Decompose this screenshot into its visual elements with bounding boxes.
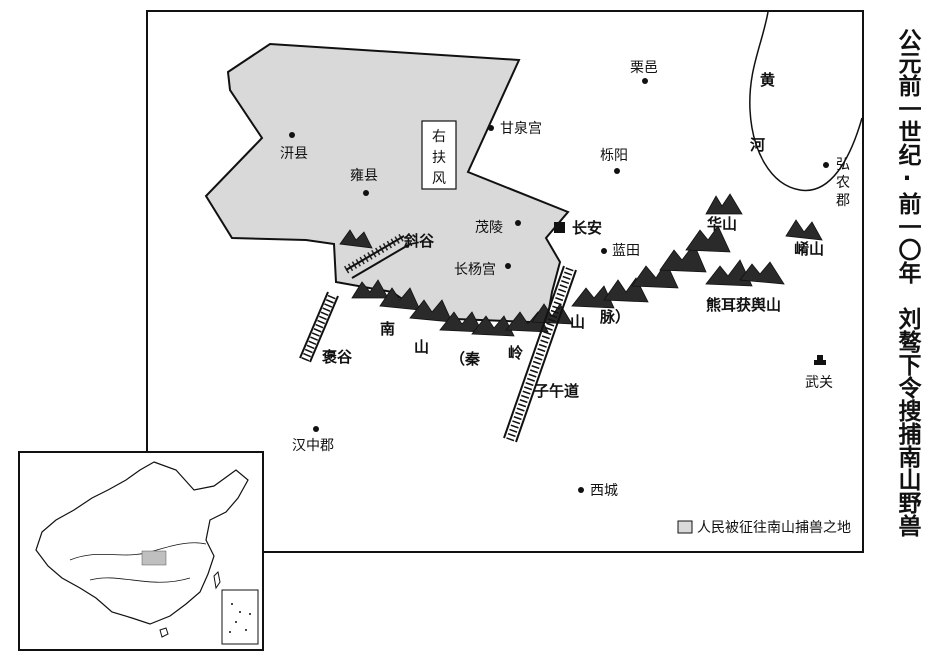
city-dot-xicheng <box>578 487 584 493</box>
range-label-nanshan: 南 <box>380 320 395 338</box>
place-label-maoling: 茂陵 <box>475 219 503 236</box>
place-label-yongxian: 雍县 <box>350 168 378 184</box>
xiegu-road <box>343 232 411 279</box>
city-dot-changyanggong <box>505 263 511 269</box>
south-sea-islands <box>229 603 251 633</box>
ziwudao-road <box>503 265 577 443</box>
city-dot-qianxian <box>289 132 295 138</box>
place-label-hanzhongjun: 汉中郡 <box>292 438 334 454</box>
place-label-hongnongjun: 农 <box>836 175 850 191</box>
pass-marker-wuguan <box>814 355 826 365</box>
place-label-changan: 长安 <box>572 219 602 237</box>
legend-label: 人民被征往南山捕兽之地 <box>697 520 851 536</box>
xionger-mountains <box>705 259 785 287</box>
place-label-liyang: 栎阳 <box>600 148 628 164</box>
place-label-hongnongjun: 弘 <box>836 157 850 173</box>
city-dot-yongxian <box>363 190 369 196</box>
youfufeng-region <box>204 42 570 324</box>
mountain-label-xiaoshan: 崤山 <box>794 240 824 258</box>
region-label-char: 风 <box>432 171 446 187</box>
place-label-lantian: 蓝田 <box>612 243 640 259</box>
river-label-huanghe: 黄 <box>760 71 775 89</box>
road-label-ziwudao: 子午道 <box>534 382 579 400</box>
place-label-changyanggong: 长杨宫 <box>454 262 496 278</box>
xiaoshan-mountains <box>785 219 823 241</box>
place-label-liyi: 栗邑 <box>630 60 658 76</box>
legend-swatch <box>677 520 693 534</box>
range-label-nanshan: 山 <box>570 313 585 331</box>
place-label-qianxian: 汧县 <box>280 146 308 162</box>
mountain-label-xionger: 熊耳获舆山 <box>706 296 781 314</box>
range-label-nanshan: 山 <box>414 338 429 356</box>
city-dot-liyang <box>614 168 620 174</box>
valley-label-xiegu: 斜谷 <box>403 232 435 250</box>
city-dot-ganquangong <box>488 125 494 131</box>
range-label-nanshan: （秦 <box>450 350 481 368</box>
capital-marker-changan <box>554 222 565 233</box>
city-dot-lantian <box>601 248 607 254</box>
city-dot-maoling <box>515 220 521 226</box>
range-label-nanshan: 脉） <box>599 308 630 326</box>
inset-highlight-region <box>141 550 167 566</box>
inset-map <box>18 451 264 651</box>
region-label-box <box>421 120 457 190</box>
place-label-xicheng: 西城 <box>590 483 618 499</box>
place-label-hongnongjun: 郡 <box>836 193 850 209</box>
taiwan-island <box>213 570 221 590</box>
place-label-ganquangong: 甘泉宫 <box>500 120 542 137</box>
region-label-char: 扶 <box>432 150 446 166</box>
mountain-label-huashan: 华山 <box>707 215 737 233</box>
map-title: 公元前一世纪·前一〇年 刘骜下令搜捕南山野兽 <box>894 28 920 537</box>
south-sea-inset <box>221 589 259 645</box>
nanshan-range-mountains <box>339 193 743 337</box>
valley-label-baogu: 褒谷 <box>321 348 353 366</box>
map-frame <box>146 10 864 553</box>
region-label-char: 右 <box>432 129 446 145</box>
city-dot-hongnongjun <box>823 162 829 168</box>
range-label-nanshan: 岭 <box>508 344 523 362</box>
inset-river-2 <box>89 577 191 583</box>
hainan-island <box>159 627 169 638</box>
city-dot-hanzhongjun <box>313 426 319 432</box>
china-outline <box>35 461 249 625</box>
place-label-wuguan: 武关 <box>805 375 833 391</box>
city-dot-liyi <box>642 78 648 84</box>
yellow-river <box>749 11 863 192</box>
river-label-huanghe: 河 <box>750 136 765 154</box>
baogu-road <box>299 291 339 363</box>
